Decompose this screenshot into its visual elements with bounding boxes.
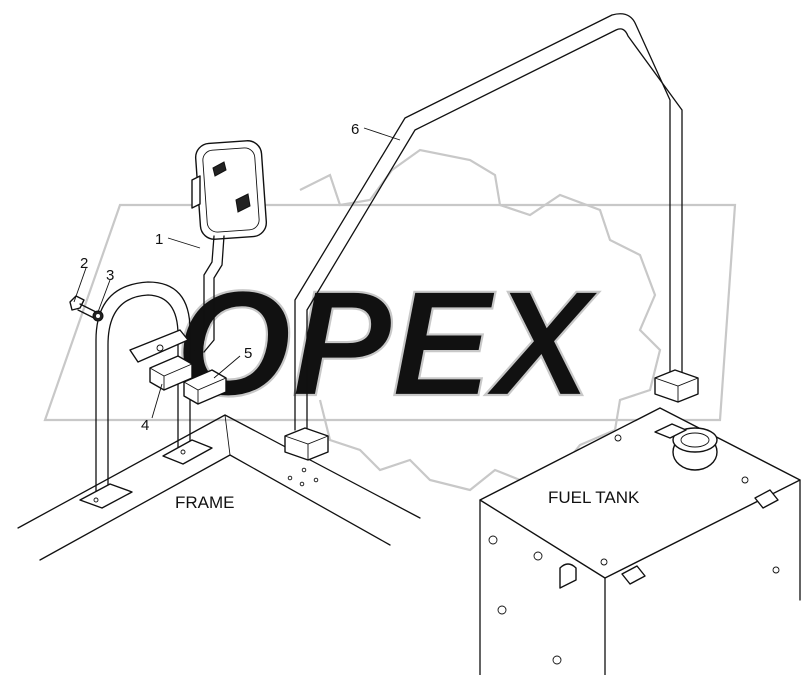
callout-5: 5 bbox=[244, 345, 252, 362]
frame bbox=[17, 414, 421, 561]
frame-label: FRAME bbox=[175, 493, 235, 512]
leader-lines bbox=[73, 127, 401, 419]
callout-6: 6 bbox=[351, 121, 359, 138]
fuel-tank-label: FUEL TANK bbox=[548, 488, 640, 507]
grab-rail bbox=[284, 13, 699, 461]
callout-3: 3 bbox=[106, 267, 114, 284]
watermark-logo: OPEX bbox=[43, 148, 737, 492]
callout-1: 1 bbox=[155, 231, 163, 248]
callout-4: 4 bbox=[141, 417, 149, 434]
clamps bbox=[149, 355, 227, 405]
fuel-tank bbox=[479, 407, 801, 675]
callout-2: 2 bbox=[80, 255, 88, 272]
callouts: 1 2 3 4 5 6 bbox=[80, 121, 359, 434]
watermark-text: OPEX bbox=[175, 259, 600, 427]
